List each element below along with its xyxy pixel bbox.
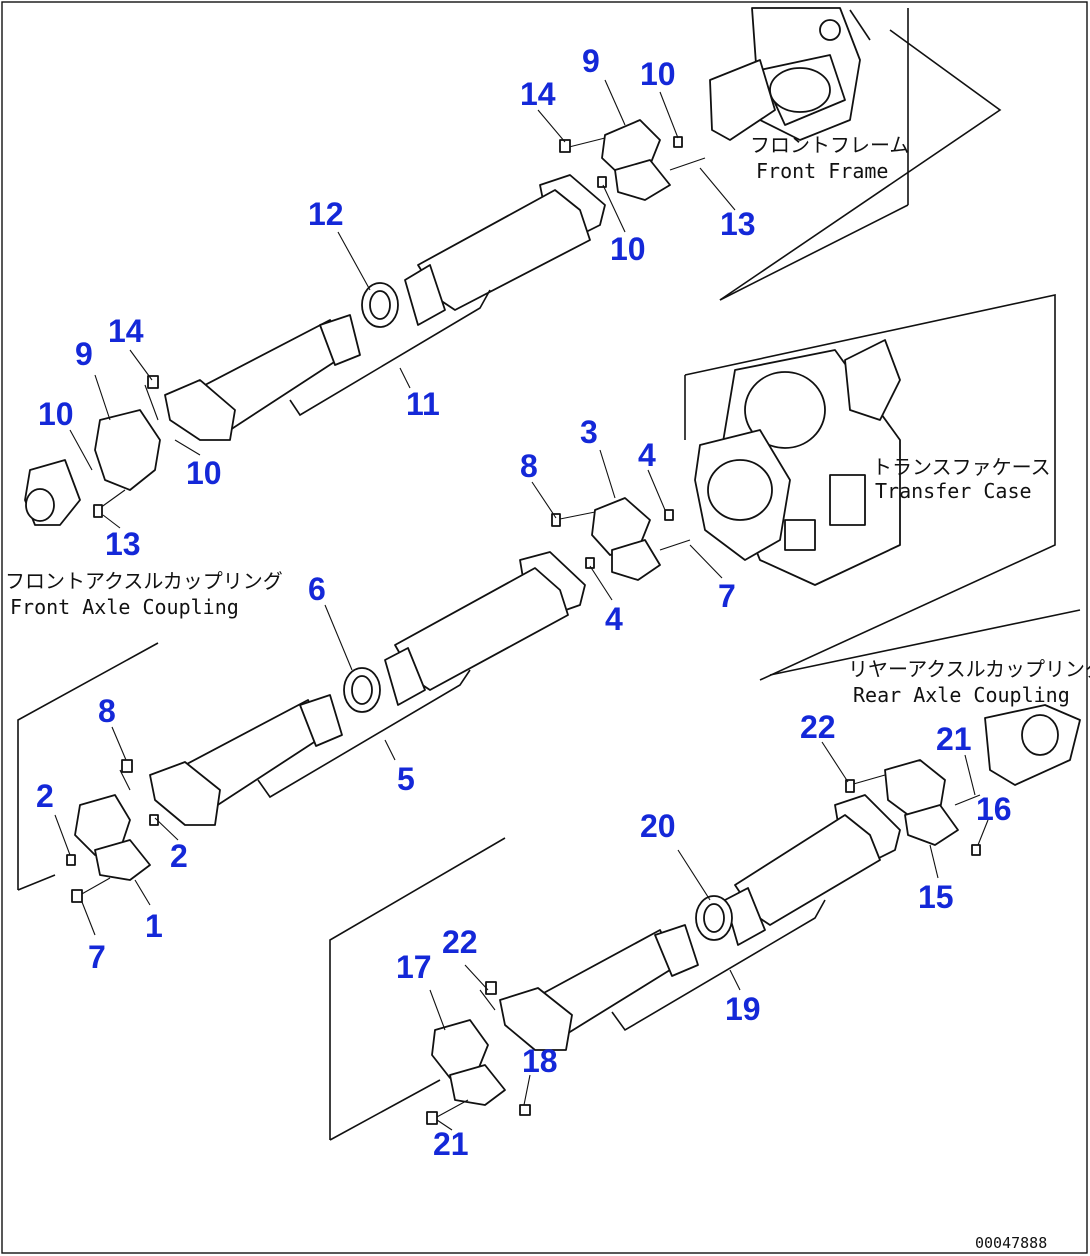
callout-17: 17 [396, 949, 432, 985]
callout-4-upper: 4 [638, 437, 656, 473]
callout-22-right: 22 [800, 709, 836, 745]
front-frame-en-label: Front Frame [756, 159, 888, 183]
callout-3: 3 [580, 414, 598, 450]
front-axle-coupling-jp-label: フロントアクスルカップリング [5, 569, 283, 593]
front-frame-assembly [709, 7, 1002, 301]
transfer-case-jp-label: トランスファケース [872, 455, 1051, 479]
leader-lines [54, 79, 989, 1131]
callout-12: 12 [308, 196, 344, 232]
callout-numbers: 14 9 10 13 10 12 11 14 9 10 10 13 3 8 4 … [36, 43, 1012, 1162]
transfer-case-assembly [684, 294, 1056, 681]
callout-22-left: 22 [442, 924, 478, 960]
callout-20: 20 [640, 808, 676, 844]
callout-8-left: 8 [98, 693, 116, 729]
upper-universal-joint [559, 119, 706, 201]
callout-13-left: 13 [105, 526, 141, 562]
callout-2-left: 2 [36, 778, 54, 814]
callout-8-middle: 8 [520, 448, 538, 484]
middle-universal-joint [551, 497, 691, 581]
rear-universal-joint [329, 837, 531, 1141]
front-axle-coupling-en-label: Front Axle Coupling [10, 595, 239, 619]
callout-14-left: 14 [108, 313, 144, 349]
callout-19: 19 [725, 991, 761, 1027]
rear-axle-coupling-jp-label: リヤーアクスルカップリング [848, 657, 1090, 681]
rear-axle-coupling-assembly [769, 609, 1081, 856]
middle-propeller-shaft [149, 551, 586, 826]
callout-2-right: 2 [170, 838, 188, 874]
callout-16: 16 [976, 791, 1012, 827]
callout-9-left: 9 [75, 336, 93, 372]
drawing-code: 00047888 [975, 1234, 1047, 1252]
front-frame-jp-label: フロントフレーム [750, 133, 909, 157]
callout-10-left-inner: 10 [186, 455, 222, 491]
transfer-case-en-label: Transfer Case [875, 479, 1032, 503]
callout-13-top: 13 [720, 206, 756, 242]
upper-propeller-shaft [164, 174, 606, 441]
rear-propeller-shaft [499, 794, 901, 1051]
front-axle-coupling-assembly [24, 375, 161, 526]
callout-1: 1 [145, 908, 163, 944]
callout-6: 6 [308, 571, 326, 607]
callout-10-top-lower: 10 [610, 231, 646, 267]
callout-5: 5 [397, 761, 415, 797]
callout-14-top: 14 [520, 76, 556, 112]
rear-axle-coupling-en-label: Rear Axle Coupling [853, 683, 1070, 707]
lower-left-universal-joint [17, 642, 159, 903]
callout-21-left: 21 [433, 1126, 469, 1162]
callout-15: 15 [918, 879, 954, 915]
callout-7-right: 7 [718, 578, 736, 614]
callout-10-top: 10 [640, 56, 676, 92]
callout-11: 11 [406, 386, 440, 422]
callout-4-lower: 4 [605, 601, 623, 637]
callout-7-left: 7 [88, 939, 106, 975]
callout-21-right: 21 [936, 721, 972, 757]
callout-10-left-outer: 10 [38, 396, 74, 432]
callout-9-top: 9 [582, 43, 600, 79]
callout-18: 18 [522, 1043, 558, 1079]
